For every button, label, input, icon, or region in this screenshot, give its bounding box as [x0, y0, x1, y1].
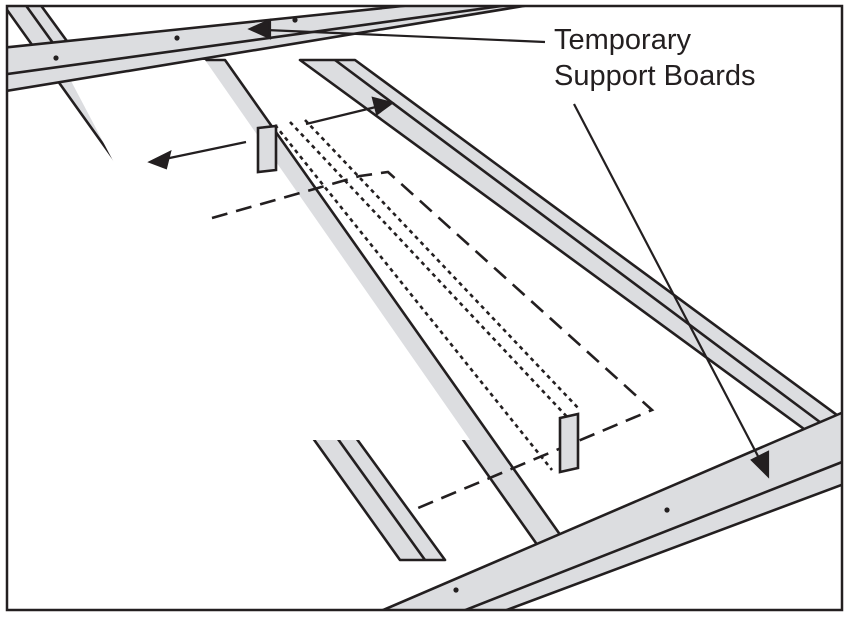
span-arrow-left-head [147, 149, 172, 170]
leader-bottom-line [573, 103, 761, 461]
cut-line-dotted-1 [273, 124, 554, 471]
support-board-bottom [379, 411, 842, 610]
support-board-top [7, 6, 532, 93]
rafter-right-edge [334, 58, 842, 441]
callout-line-2: Support Boards [554, 60, 756, 92]
opening-outlines [211, 119, 655, 510]
leader-top-line [265, 28, 546, 44]
callout-leaders [247, 18, 770, 479]
new-opening-dashed [211, 170, 655, 510]
diagram-border [5, 4, 844, 612]
span-arrow-right-head [371, 96, 395, 116]
board-bottom-nails [453, 507, 670, 593]
board-top-nails [53, 17, 298, 61]
span-arrows [147, 96, 395, 170]
rafter-cut-faces [256, 124, 580, 474]
leader-bottom-head [750, 450, 770, 479]
span-arrow-left-line [159, 140, 247, 162]
callout-label: Temporary Support Boards [554, 22, 756, 94]
leader-top-head [247, 18, 272, 40]
callout-line-1: Temporary [554, 24, 691, 56]
span-arrow-right-line [305, 104, 381, 126]
cut-line-dotted-3 [304, 119, 581, 411]
